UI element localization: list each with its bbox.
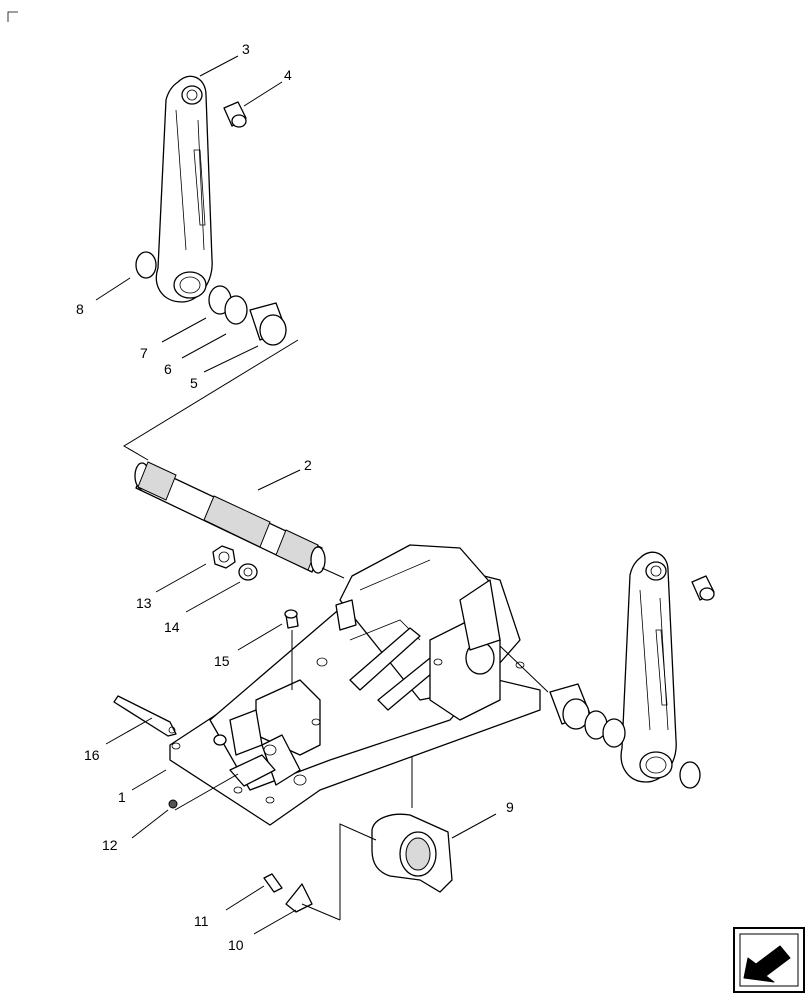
leader-lines: [95, 55, 549, 935]
callout-9: 9: [506, 799, 514, 815]
callout-14: 14: [164, 619, 180, 635]
snap-ring-upper: [135, 251, 157, 279]
callout-5: 5: [190, 375, 198, 391]
callout-15: 15: [214, 653, 230, 669]
callout-1: 1: [118, 789, 126, 805]
crop-mark: [7, 11, 18, 22]
callout-7: 7: [140, 345, 148, 361]
arrow-left-down-icon[interactable]: [733, 927, 805, 993]
pin-right: [691, 575, 715, 601]
ring-right-2: [602, 718, 626, 748]
screw: [263, 873, 283, 893]
callout-12: 12: [102, 837, 118, 853]
splined-shaft: [134, 461, 326, 574]
callout-13: 13: [136, 595, 152, 611]
washer: [238, 563, 258, 581]
callout-2: 2: [304, 457, 312, 473]
ring-upper-6: [224, 295, 248, 325]
plug: [168, 799, 178, 809]
snap-ring-right: [679, 761, 701, 789]
callout-6: 6: [164, 361, 172, 377]
bushing-upper: [249, 302, 287, 346]
callout-labels: 1 2 3 4 5 6 7 8 9 10 11 12 13 14 15 16: [76, 41, 514, 953]
lift-arm-right: [620, 551, 677, 783]
callout-4: 4: [284, 67, 292, 83]
callout-11: 11: [194, 913, 209, 929]
bushing-right: [549, 683, 591, 730]
pin-upper: [223, 101, 247, 128]
callout-16: 16: [84, 747, 100, 763]
cam: [371, 813, 453, 893]
callout-3: 3: [242, 41, 250, 57]
tag-strap: [113, 695, 177, 737]
bolt-15: [284, 609, 299, 629]
plate: [285, 883, 313, 913]
callout-10: 10: [228, 937, 244, 953]
callout-8: 8: [76, 301, 84, 317]
nut: [212, 545, 236, 569]
lift-arm-upper: [155, 75, 213, 303]
lift-housing: [169, 544, 541, 826]
